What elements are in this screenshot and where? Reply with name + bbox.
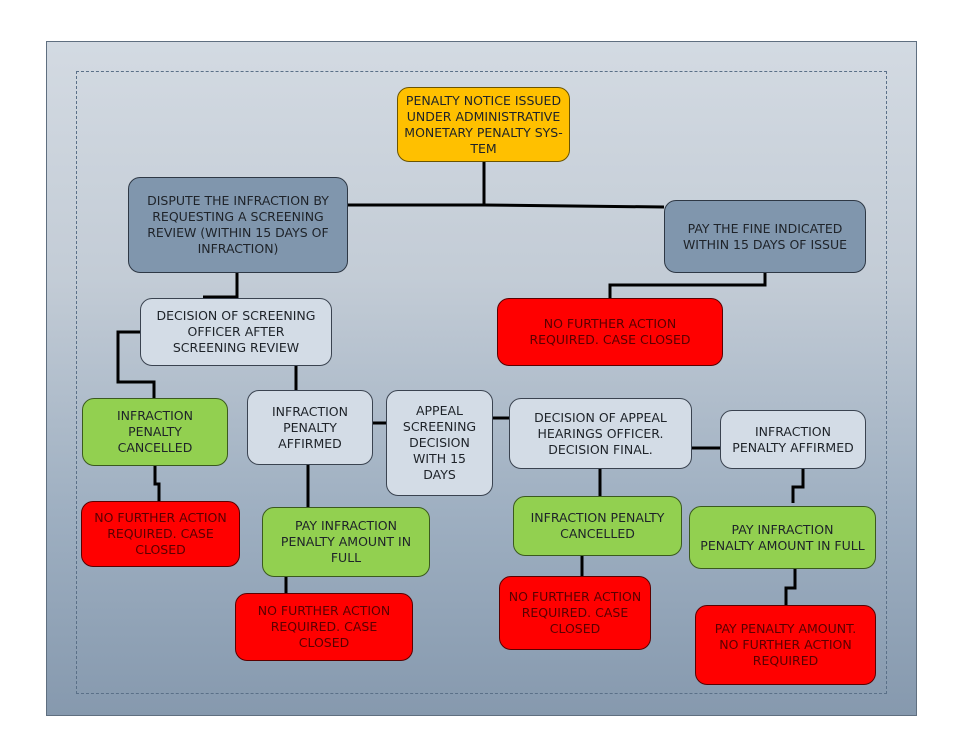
edge-screening-cancelled [116,330,156,398]
edge-notice-payfine [483,203,665,209]
node-screening-cancelled: INFRACTION PENALTY CANCELLED [82,398,228,466]
edge-dispute-screening [203,272,239,299]
edge-cancelled-closed [153,465,161,501]
node-appeal-pay-full: PAY INFRACTION PENALTY AMOUNT IN FULL [689,506,876,569]
node-penalty-notice: PENALTY NOTICE ISSUED UNDER ADMINISTRATI… [397,87,570,162]
edge-notice-dispute [348,161,486,207]
node-pay-fine-closed: NO FURTHER ACTION REQUIRED. CASE CLOSED [497,298,723,366]
node-appeal-cancelled: INFRACTION PENALTY CANCELLED [513,496,682,556]
node-screening-decision: DECISION OF SCREENING OFFICER AFTER SCRE… [140,298,332,366]
node-pay-fine: PAY THE FINE INDICATED WITHIN 15 DAYS OF… [664,200,866,273]
node-appeal-pay-closed: PAY PENALTY AMOUNT. NO FURTHER ACTION RE… [695,605,876,685]
edge-payfull2-closed [784,568,797,605]
diagram-dashed-border [76,71,887,694]
node-appeal-cancelled-closed: NO FURTHER ACTION REQUIRED. CASE CLOSED [499,576,651,650]
node-appeal: APPEAL SCREENING DECISION WITH 15 DAYS [386,390,493,496]
edge-payfine-closed [608,272,767,298]
node-screening-pay-closed: NO FURTHER ACTION REQUIRED. CASE CLOSED [235,593,413,661]
node-screening-affirmed: INFRACTION PENALTY AFFIRMED [247,390,373,465]
node-screening-pay-full: PAY INFRACTION PENALTY AMOUNT IN FULL [262,507,430,577]
node-dispute-infraction: DISPUTE THE INFRACTION BY REQUESTING A S… [128,177,348,273]
node-appeal-affirmed: INFRACTION PENALTY AFFIRMED [720,410,866,469]
node-appeal-decision: DECISION OF APPEAL HEARINGS OFFICER. DEC… [509,398,692,469]
edge-affirmed2-payfull [791,469,805,503]
node-screening-cancelled-closed: NO FURTHER ACTION REQUIRED. CASE CLOSED [81,501,240,567]
